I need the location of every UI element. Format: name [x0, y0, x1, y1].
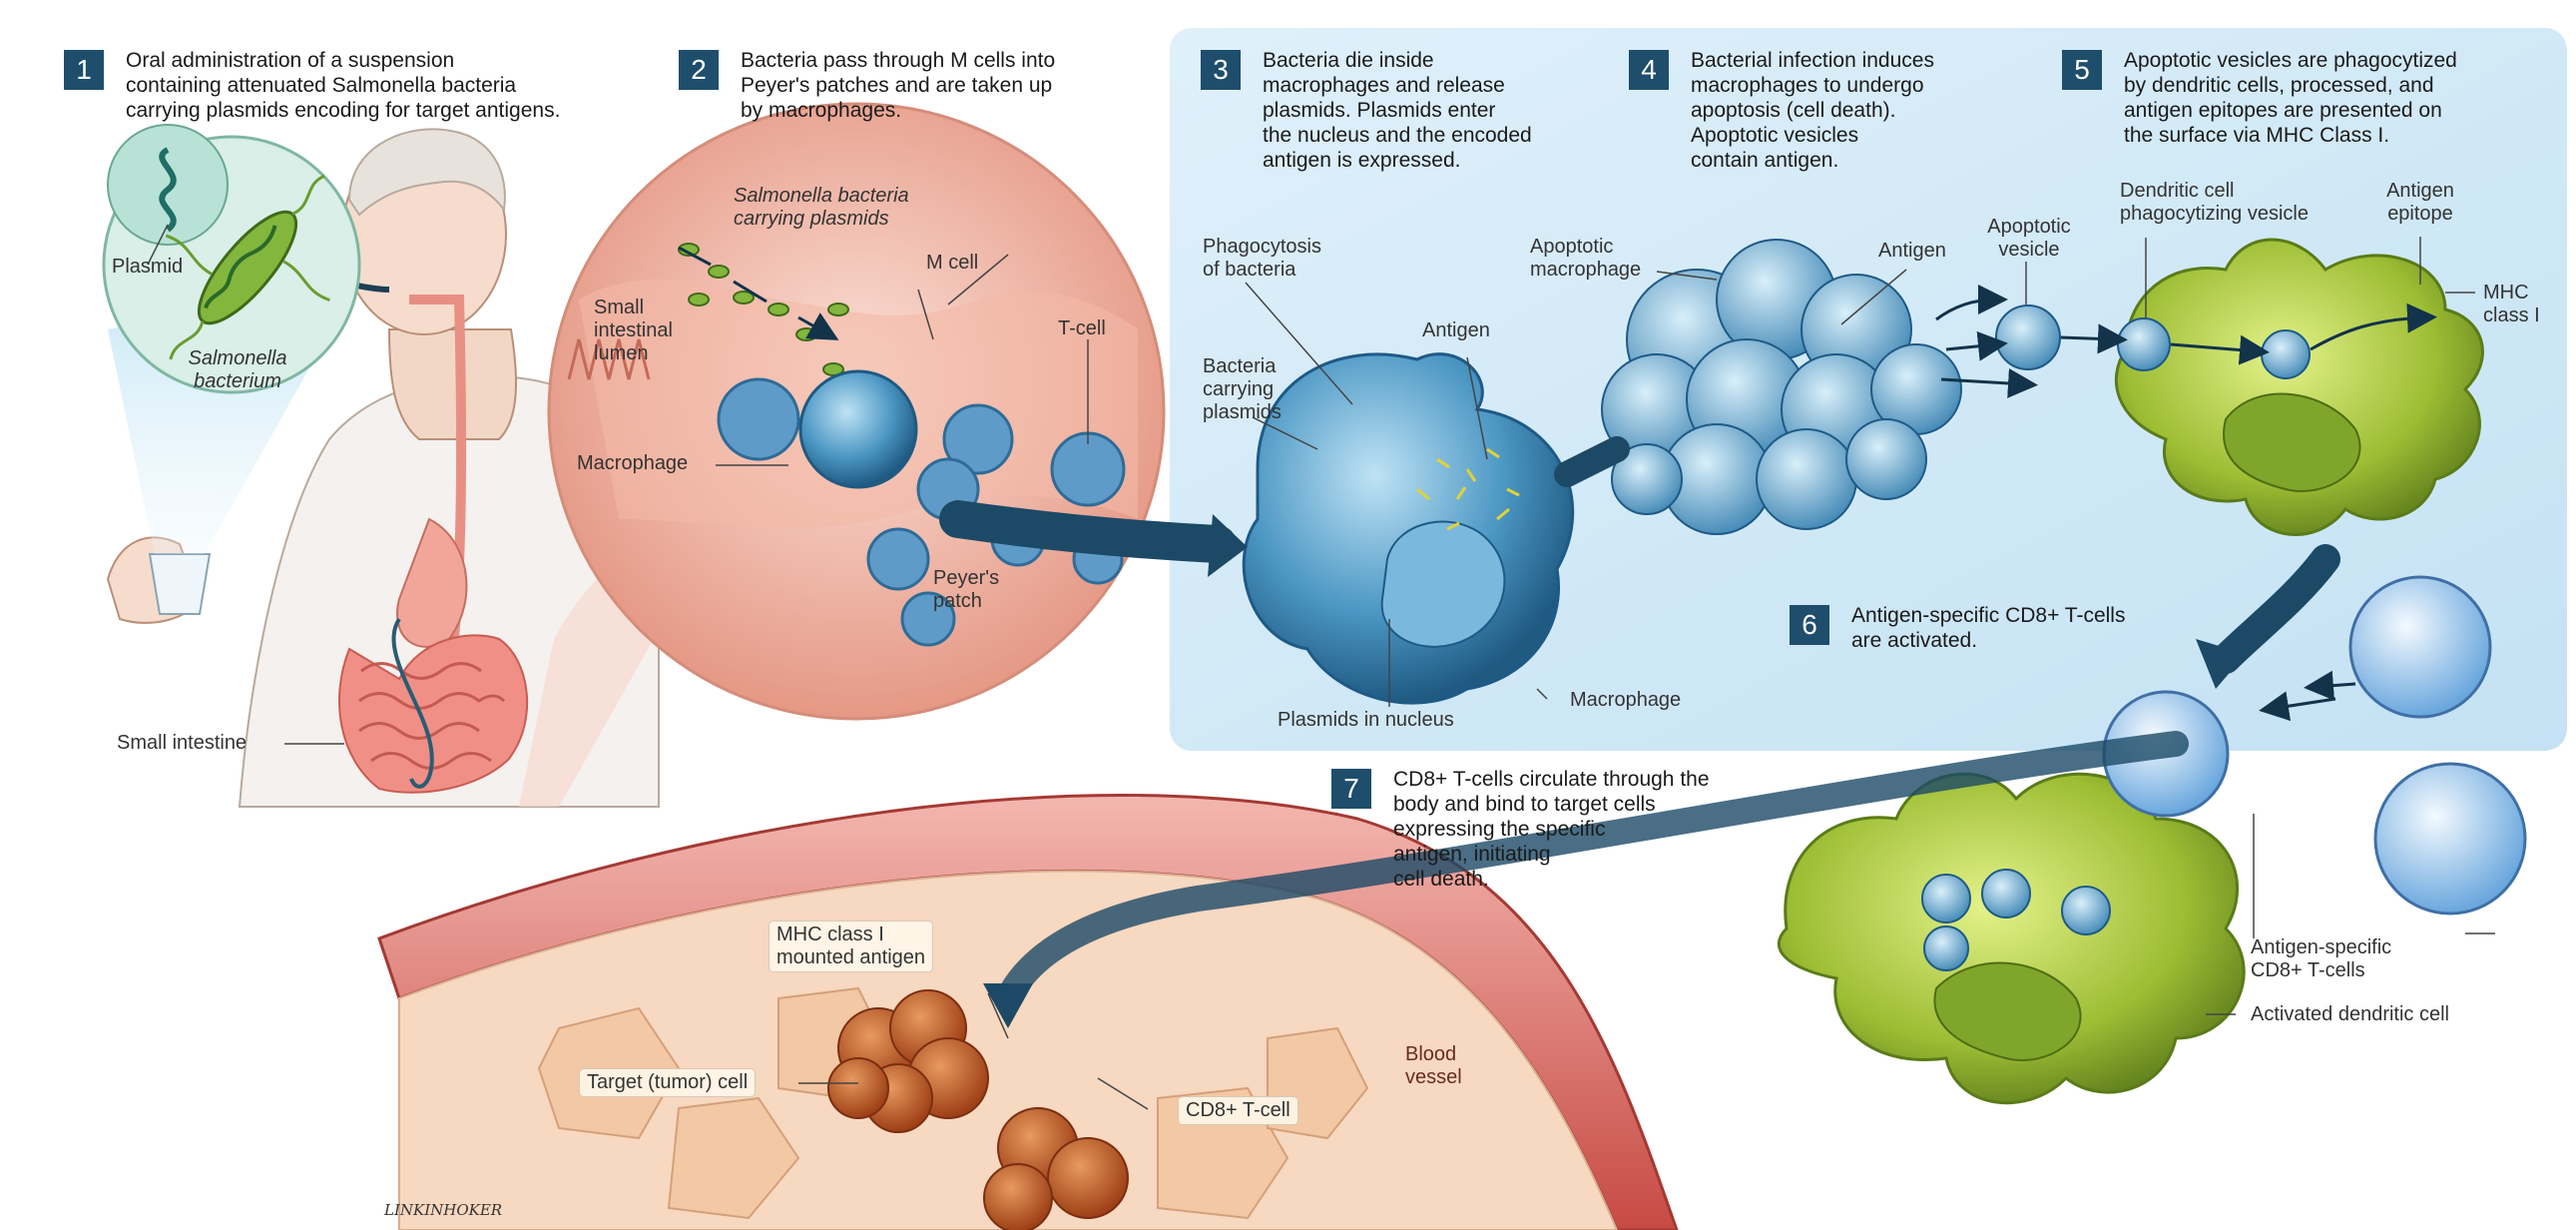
step-number-1: 1: [64, 50, 104, 90]
label-activated-dendritic: Activated dendritic cell: [2251, 1003, 2449, 1026]
label-macrophage-step3: Macrophage: [1570, 689, 1681, 712]
label-bacteria-carrying: Bacteria carrying plasmids: [1203, 355, 1282, 424]
label-small-intestinal-lumen: Small intestinal lumen: [594, 297, 673, 365]
label-mhc-mounted: MHC class I mounted antigen: [769, 921, 933, 972]
label-macrophage-step2: Macrophage: [577, 452, 688, 475]
activated-dendritic-cell: [1779, 774, 2244, 1102]
step-number-7: 7: [1331, 769, 1371, 809]
label-antigen-step4: Antigen: [1878, 240, 1946, 263]
step-text-3: Bacteria die inside macrophages and rele…: [1263, 48, 1602, 173]
step-number-6: 6: [1790, 605, 1829, 645]
macrophage-cell: [800, 371, 916, 487]
step-text-5: Apoptotic vesicles are phagocytized by d…: [2124, 48, 2543, 148]
label-antigen-epitope: Antigen epitope: [2370, 180, 2470, 226]
step-text-7: CD8+ T-cells circulate through the body …: [1393, 767, 1773, 892]
label-m-cell: M cell: [926, 252, 978, 275]
label-plasmids-in-nucleus: Plasmids in nucleus: [1278, 709, 1454, 732]
label-small-intestine: Small intestine: [117, 732, 247, 755]
label-apoptotic-vesicle: Apoptotic vesicle: [1974, 216, 2084, 262]
label-salmonella-bacterium: Salmonella bacterium: [158, 347, 317, 393]
step-number-3: 3: [1201, 50, 1241, 90]
label-antigen-specific-tcells: Antigen-specific CD8+ T-cells: [2251, 936, 2391, 982]
label-blood-vessel: Blood vessel: [1405, 1043, 1462, 1089]
artist-signature: LINKINHOKER: [384, 1201, 502, 1219]
label-target-cell: Target (tumor) cell: [579, 1068, 756, 1097]
step-number-4: 4: [1629, 50, 1669, 90]
step-text-1: Oral administration of a suspension cont…: [126, 48, 685, 123]
label-t-cell: T-cell: [1058, 317, 1106, 340]
step-text-4: Bacterial infection induces macrophages …: [1691, 48, 2010, 173]
step-text-2: Bacteria pass through M cells into Peyer…: [741, 48, 1140, 123]
apoptotic-vesicle: [1996, 306, 2060, 369]
label-plasmid: Plasmid: [112, 256, 183, 279]
label-phagocytosis: Phagocytosis of bacteria: [1203, 236, 1321, 282]
label-peyers-patch: Peyer's patch: [933, 567, 999, 613]
label-mhc-class-i: MHC class I: [2483, 282, 2540, 327]
label-dendritic-vesicle: Dendritic cell phagocytizing vesicle: [2120, 180, 2309, 226]
label-apoptotic-macrophage: Apoptotic macrophage: [1530, 236, 1641, 282]
step-number-5: 5: [2062, 50, 2102, 90]
label-cd8-tcell: CD8+ T-cell: [1178, 1096, 1298, 1125]
cup-icon: [150, 554, 210, 614]
step-number-2: 2: [679, 50, 719, 90]
label-antigen-step3: Antigen: [1422, 319, 1490, 342]
label-salmonella-plasmids: Salmonella bacteria carrying plasmids: [734, 185, 909, 231]
step-text-6: Antigen-specific CD8+ T-cells are activa…: [1851, 603, 2211, 653]
